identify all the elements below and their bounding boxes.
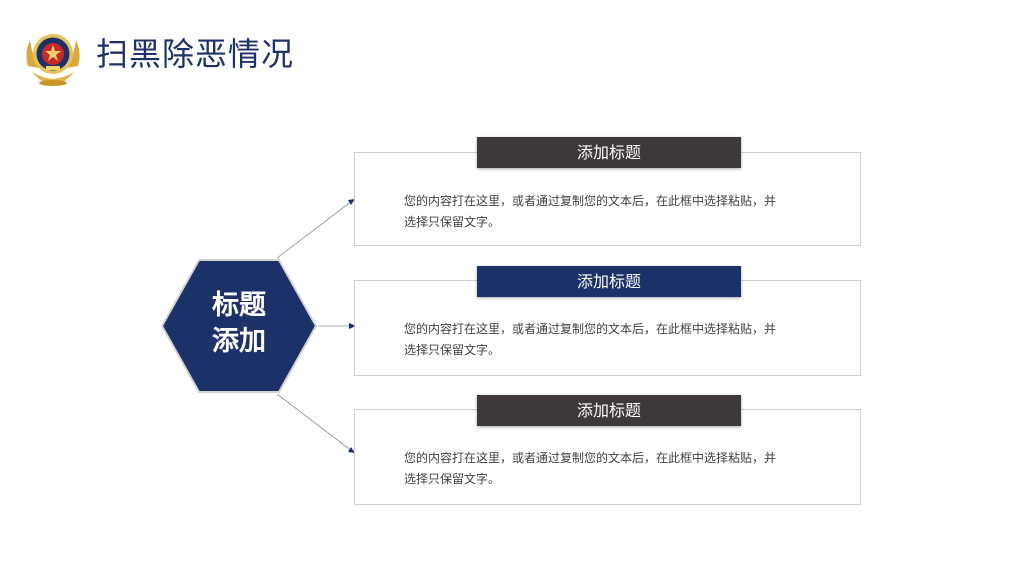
arrowhead-middle	[349, 323, 356, 329]
card-1-text-line1: 您的内容打在这里，或者通过复制您的文本后，在此框中选择粘贴，并	[404, 194, 777, 208]
card-2-text: 您的内容打在这里，或者通过复制您的文本后，在此框中选择粘贴，并 选择只保留文字。	[404, 319, 814, 361]
card-3-title: 添加标题	[477, 395, 741, 426]
card-1-text-line2: 选择只保留文字。	[404, 215, 501, 229]
card-3-text: 您的内容打在这里，或者通过复制您的文本后，在此框中选择粘贴，并 选择只保留文字。	[404, 448, 814, 490]
center-hexagon	[160, 259, 318, 393]
slide-title: 扫黑除恶情况	[96, 35, 295, 73]
card-2-title: 添加标题	[477, 266, 741, 297]
arrowhead-top	[348, 199, 355, 205]
connector-top	[276, 200, 353, 259]
hexagon-label: 标题 添加	[160, 288, 318, 360]
hexagon-label-line2: 添加	[212, 326, 266, 357]
hexagon-label-line1: 标题	[212, 290, 266, 321]
card-2-text-line1: 您的内容打在这里，或者通过复制您的文本后，在此框中选择粘贴，并	[404, 322, 777, 336]
card-1-title: 添加标题	[477, 137, 741, 168]
police-emblem-icon	[26, 34, 80, 86]
card-1-text: 您的内容打在这里，或者通过复制您的文本后，在此框中选择粘贴，并 选择只保留文字。	[404, 191, 814, 233]
arrowhead-bottom	[348, 447, 355, 453]
card-3-text-line2: 选择只保留文字。	[404, 472, 501, 486]
connector-bottom	[276, 393, 353, 452]
card-3-text-line1: 您的内容打在这里，或者通过复制您的文本后，在此框中选择粘贴，并	[404, 451, 777, 465]
card-2-text-line2: 选择只保留文字。	[404, 343, 501, 357]
